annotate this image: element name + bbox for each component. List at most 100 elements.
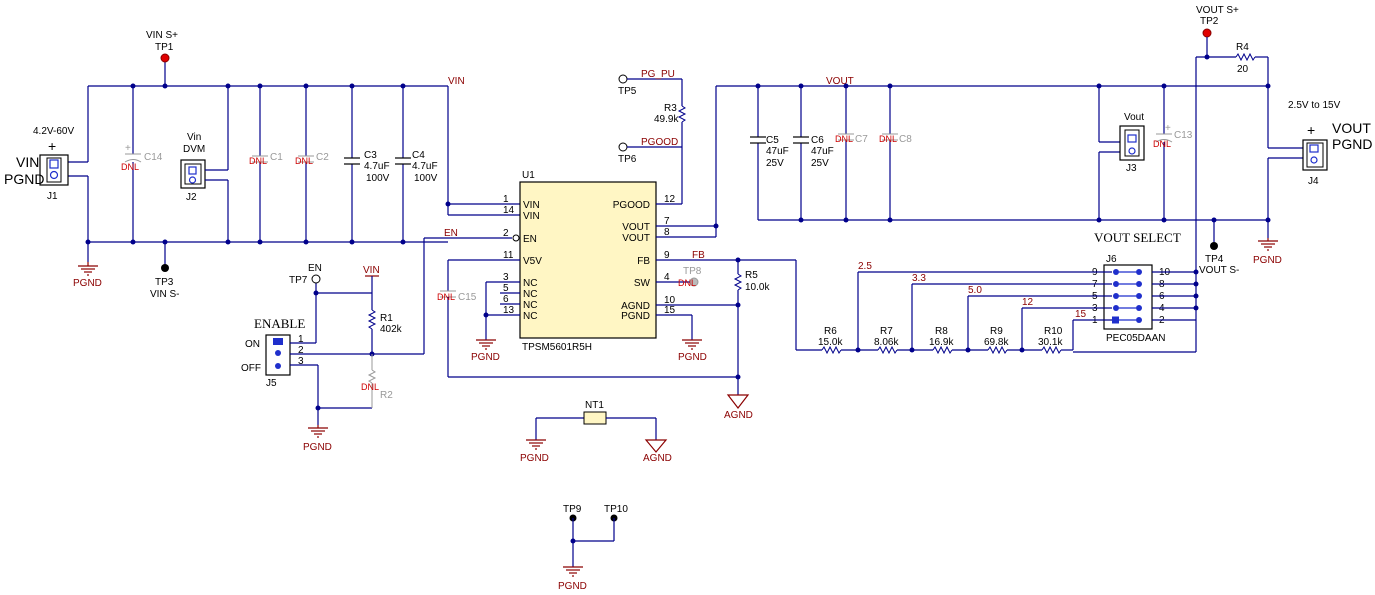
u1-pin-name: PGND (621, 311, 650, 322)
pgnd-label-2: PGND (303, 442, 332, 453)
u1-pin-number: 11 (503, 250, 514, 261)
tp4-label: VOUT S- (1199, 265, 1239, 276)
j6-title: VOUT SELECT (1094, 230, 1181, 245)
tp2-label: VOUT S+ (1196, 5, 1239, 16)
divider-resistor-ref: R7 (880, 326, 893, 337)
u1-pin-number: 6 (503, 294, 509, 305)
net-vin: VIN (448, 76, 465, 87)
j5-off: OFF (241, 363, 261, 374)
tp3-label: VIN S- (150, 289, 179, 300)
j4-ref: J4 (1308, 176, 1319, 187)
j5-pin3: 3 (298, 356, 304, 367)
pgnd-label-3: PGND (471, 352, 500, 363)
tp7-net: EN (308, 263, 322, 274)
tp2-ref: TP2 (1200, 16, 1219, 27)
u1-pin-name: V5V (523, 256, 542, 267)
tp9-ref: TP9 (563, 504, 582, 515)
tp8-ref: TP8 (683, 266, 702, 277)
u1-pin-name: VOUT (622, 233, 650, 244)
tp2-marker (1202, 28, 1212, 38)
j1-vin: VIN (16, 154, 39, 170)
c14-polar: + (125, 143, 131, 154)
u1-pin-name: NC (523, 289, 537, 300)
tp1-ref: TP1 (155, 42, 174, 53)
j1-pgnd: PGND (4, 171, 44, 187)
j2-label-vin: Vin (187, 132, 201, 143)
c4-ref: C4 (412, 150, 425, 161)
j6-pin (1113, 269, 1119, 275)
r2-ref: R2 (380, 390, 393, 401)
j3-connector (1119, 125, 1145, 161)
divider-resistor-value: 16.9k (929, 337, 954, 348)
divider-resistor-value: 69.8k (984, 337, 1009, 348)
c5-voltage: 25V (766, 158, 784, 169)
j6-pin (1112, 316, 1119, 324)
u1-pin-name: VIN (523, 200, 540, 211)
divider-resistor-ref: R9 (990, 326, 1003, 337)
j2-label-dvm: DVM (183, 144, 205, 155)
vout-select-voltage: 15 (1075, 309, 1087, 320)
c5-ref: C5 (766, 135, 779, 146)
j6-pin (1113, 305, 1119, 311)
u1-pin-number: 10 (664, 295, 676, 306)
c4-voltage: 100V (414, 173, 438, 184)
c5-value: 47uF (766, 146, 789, 157)
pgnd-symbol-tp9 (563, 566, 583, 577)
tp3-marker (161, 264, 169, 272)
vout-select-voltage: 3.3 (912, 273, 926, 284)
agnd-label-2: AGND (643, 453, 672, 464)
pgnd-symbol-u1 (476, 339, 496, 350)
c6-voltage: 25V (811, 158, 829, 169)
pgnd-label-5: PGND (1253, 255, 1282, 266)
enable-section: ENABLE ON OFF J5 1 2 3 PGND EN TP7 (241, 228, 520, 453)
c4-value: 4.7uF (412, 161, 438, 172)
r5-value: 10.0k (745, 282, 770, 293)
j6-ref: J6 (1106, 254, 1117, 265)
u1-pin-name: NC (523, 311, 537, 322)
tp4-ref: TP4 (1205, 254, 1224, 265)
u1-pin-name: AGND (621, 301, 650, 312)
u1-pin-name: VOUT (622, 222, 650, 233)
tp6-marker (618, 142, 628, 152)
divider-resistor-ref: R8 (935, 326, 948, 337)
net-vout: VOUT (826, 76, 854, 87)
pgnd-label-6: PGND (520, 453, 549, 464)
r3-ref: R3 (664, 103, 677, 114)
tp6-ref: TP6 (618, 154, 637, 165)
tp3-ref: TP3 (155, 277, 174, 288)
divider-resistor-ref: R6 (824, 326, 837, 337)
tp8-dnl: DNL (678, 278, 696, 288)
output-section: VOUT C5 47uF 25V C6 47uF 25V DNL C7 (716, 5, 1372, 353)
pgnd-symbol-j5 (308, 425, 328, 438)
c3-ref: C3 (364, 150, 377, 161)
u1-pin-number: 3 (503, 272, 509, 283)
j2-ref: J2 (186, 192, 197, 203)
agnd-label-1: AGND (724, 410, 753, 421)
divider-resistor-value: 8.06k (874, 337, 899, 348)
r5-ref: R5 (745, 270, 758, 281)
j5-pin1: 1 (298, 334, 304, 345)
u1-pin-number: 13 (503, 305, 515, 316)
j6-pin (1113, 293, 1119, 299)
c1-ref: C1 (270, 152, 283, 163)
u1-pin-number: 5 (503, 283, 509, 294)
u1-pin-name: NC (523, 278, 537, 289)
pgnd-label-7: PGND (558, 581, 587, 592)
c13-polar: + (1165, 123, 1171, 134)
u1-pins: VIN1VIN14EN2V5V11NC3NC5NC6NC13PGOOD12VOU… (503, 194, 676, 322)
tp8-marker (689, 277, 699, 287)
c6-value: 47uF (811, 146, 834, 157)
r3-value: 49.9k (654, 114, 679, 125)
tp5-ref: TP5 (618, 86, 637, 97)
input-section: VIN S+ TP1 TP3 VIN S- 4.2V-60V + VIN PGN… (4, 30, 520, 300)
r1-value: 402k (380, 324, 403, 335)
r4-ref: R4 (1236, 42, 1249, 53)
j6-pin (1136, 281, 1142, 287)
net-pg-pu: PG_PU (641, 69, 675, 80)
c14-dnl: DNL (121, 162, 139, 172)
u1-part: TPSM5601R5H (522, 342, 592, 353)
r2-dnl: DNL (361, 382, 379, 392)
j6-pin (1113, 281, 1119, 287)
